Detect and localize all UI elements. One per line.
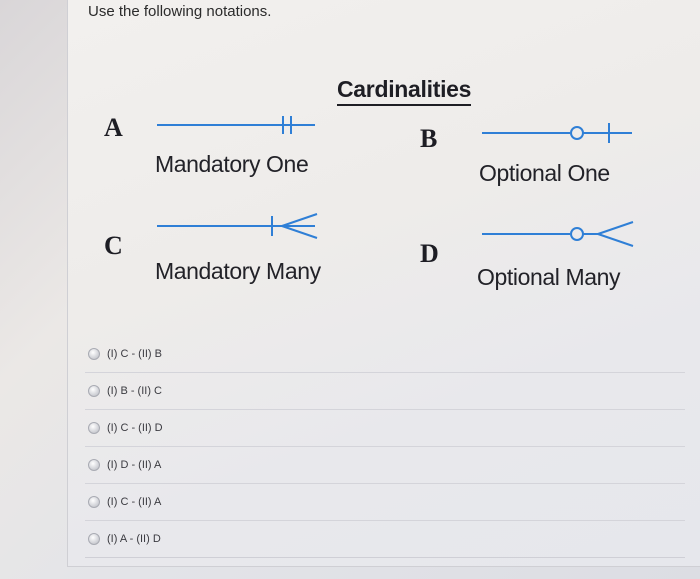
answer-option[interactable]: (I) B - (II) C [85, 373, 685, 410]
answer-option-label: (I) D - (II) A [107, 459, 162, 471]
question-panel [67, 0, 700, 567]
notation-d-caption: Optional Many [477, 264, 621, 290]
radio-button[interactable] [88, 385, 100, 397]
notation-b-letter: B [420, 124, 438, 153]
question-instruction: Use the following notations. [88, 3, 272, 20]
answer-option-label: (I) C - (II) B [107, 348, 162, 360]
notation-d-letter: D [420, 239, 439, 268]
answer-option[interactable]: (I) D - (II) A [85, 447, 685, 484]
answer-options: (I) C - (II) B (I) B - (II) C (I) C - (I… [85, 336, 685, 558]
mandatory-many-symbol [157, 213, 318, 239]
optional-many-symbol [482, 221, 634, 247]
radio-button[interactable] [88, 459, 100, 471]
answer-option-label: (I) C - (II) D [107, 422, 163, 434]
optional-one-symbol [482, 123, 632, 143]
notation-c-caption: Mandatory Many [155, 258, 321, 284]
answer-option[interactable]: (I) C - (II) B [85, 336, 685, 373]
notation-a-letter: A [104, 113, 123, 142]
notation-a-caption: Mandatory One [155, 151, 309, 177]
figure-title: Cardinalities [337, 76, 471, 106]
answer-option[interactable]: (I) C - (II) D [85, 410, 685, 447]
answer-option-label: (I) B - (II) C [107, 385, 162, 397]
answer-option[interactable]: (I) C - (II) A [85, 484, 685, 521]
radio-button[interactable] [88, 422, 100, 434]
answer-option-label: (I) A - (II) D [107, 533, 161, 545]
answer-option[interactable]: (I) A - (II) D [85, 521, 685, 558]
radio-button[interactable] [88, 348, 100, 360]
radio-button[interactable] [88, 533, 100, 545]
answer-option-label: (I) C - (II) A [107, 496, 162, 508]
notation-b-caption: Optional One [479, 160, 610, 186]
notation-c-letter: C [104, 231, 123, 260]
radio-button[interactable] [88, 496, 100, 508]
mandatory-one-symbol [157, 116, 315, 134]
